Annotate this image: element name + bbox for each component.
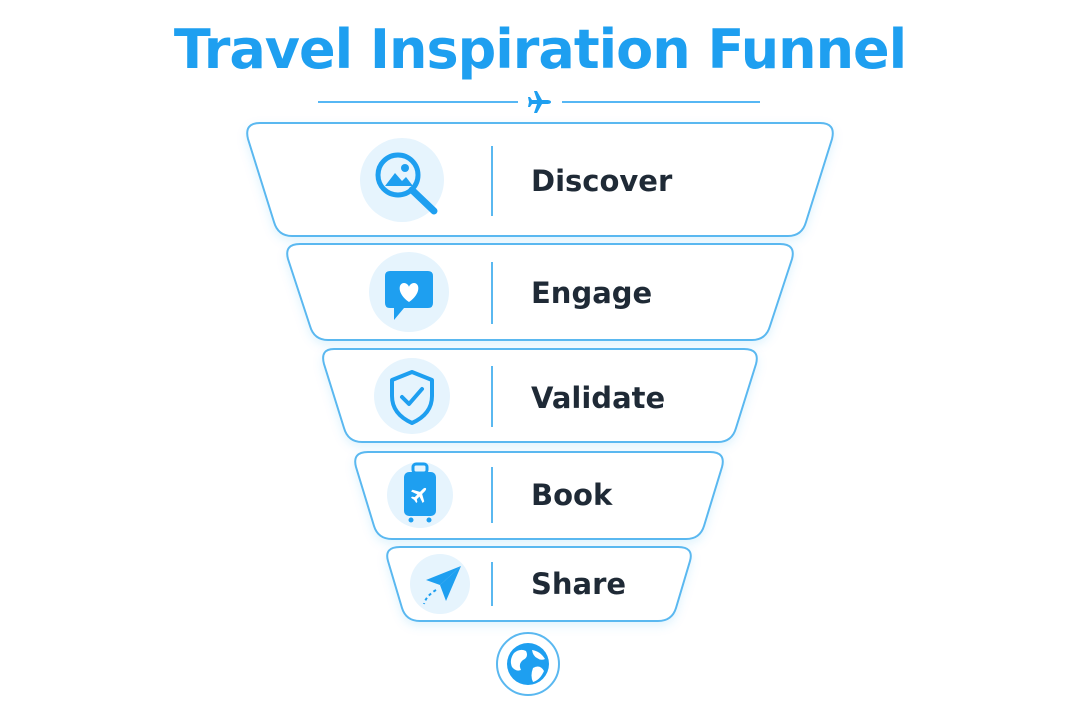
funnel-stage-validate — [322, 348, 758, 443]
stage-label-validate: Validate — [531, 381, 666, 415]
funnel-stage-share — [386, 546, 692, 622]
stage-label-discover: Discover — [531, 164, 673, 198]
stage-label-share: Share — [531, 567, 627, 601]
image-search-icon — [375, 152, 438, 215]
suitcase-plane-icon — [404, 462, 436, 523]
page-title: Travel Inspiration Funnel — [173, 18, 907, 81]
title-divider — [318, 91, 760, 113]
stage-label-engage: Engage — [531, 276, 653, 310]
funnel-stage-book — [354, 451, 724, 540]
airplane-icon — [528, 91, 551, 113]
shield-check-icon — [390, 370, 434, 425]
funnel-stage-engage — [286, 243, 794, 341]
funnel-stage-discover — [246, 122, 834, 237]
paper-plane-icon — [423, 566, 461, 605]
stage-label-book: Book — [531, 478, 613, 512]
globe-icon — [496, 632, 560, 696]
heart-chat-icon — [385, 271, 433, 320]
